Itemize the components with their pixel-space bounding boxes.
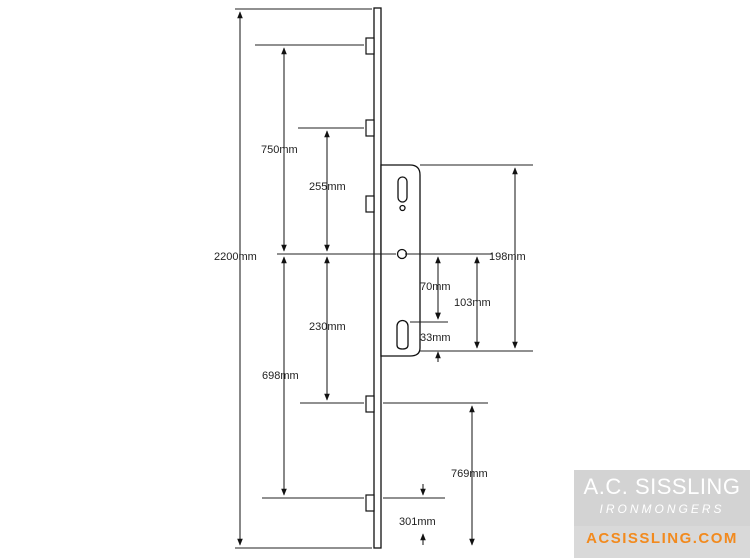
lower-roller: [365, 395, 375, 413]
logo-subtitle: IRONMONGERS: [599, 502, 725, 516]
logo-website: ACSISSLING.COM: [586, 530, 738, 547]
label-255mm: 255mm: [309, 181, 346, 193]
slot-pin: [399, 204, 406, 212]
top-roller: [365, 37, 375, 55]
lock-case: [380, 164, 421, 357]
label-103mm: 103mm: [454, 297, 491, 309]
extension-lines: [235, 8, 533, 549]
logo-company-name: A.C. SISSLING: [583, 474, 741, 499]
bottom-roller: [365, 494, 375, 512]
dimension-lines: [237, 11, 518, 546]
logo-banner: A.C. SISSLING IRONMONGERS: [574, 470, 750, 526]
dimension-labels: 2200mm 750mm 255mm 198mm 230mm 698mm 70m…: [214, 144, 526, 528]
faceplate: [373, 7, 382, 549]
label-230mm: 230mm: [309, 321, 346, 333]
label-301mm: 301mm: [399, 516, 436, 528]
hook-bolts: [365, 37, 375, 512]
label-2200mm: 2200mm: [214, 251, 257, 263]
label-698mm: 698mm: [262, 370, 299, 382]
lever-slot: [397, 176, 408, 203]
upper-roller: [365, 119, 375, 137]
label-70mm: 70mm: [420, 281, 451, 293]
label-769mm: 769mm: [451, 468, 488, 480]
label-198mm: 198mm: [489, 251, 526, 263]
label-33mm: 33mm: [420, 332, 451, 344]
label-750mm: 750mm: [261, 144, 298, 156]
euro-cylinder-cutout: [396, 319, 409, 350]
company-logo: A.C. SISSLING IRONMONGERS ACSISSLING.COM: [574, 470, 750, 558]
mid-roller: [365, 195, 375, 213]
